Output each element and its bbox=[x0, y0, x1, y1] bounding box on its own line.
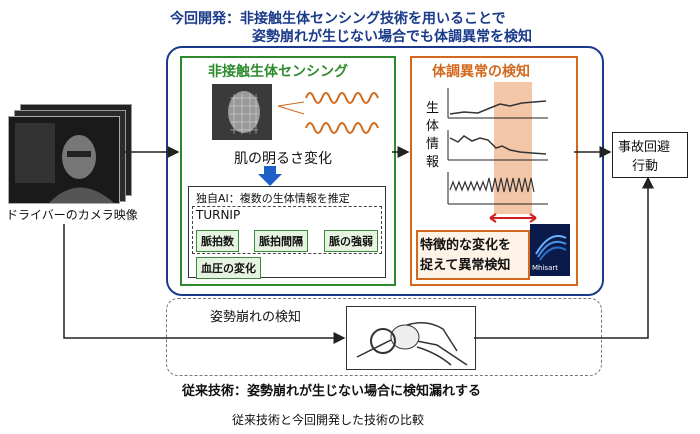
biometric-info-label: 生体情報 bbox=[426, 101, 440, 170]
mhisart-logo-icon bbox=[535, 235, 567, 261]
mhisart-logo-text: Mhisart bbox=[532, 264, 558, 272]
blood-pressure-tag: 血圧の変化 bbox=[196, 257, 261, 279]
posture-detection-frame bbox=[166, 298, 602, 376]
figure-caption: 従来技術と今回開発した技術の比較 bbox=[232, 413, 425, 427]
turnip-label: TURNIP bbox=[196, 208, 241, 222]
posture-illustration bbox=[346, 306, 476, 370]
anomaly-title: 体調異常の検知 bbox=[432, 64, 530, 80]
new-technology-frame bbox=[166, 46, 604, 296]
header-title-line1: 今回開発：非接触生体センシング技術を用いることで bbox=[170, 11, 506, 27]
pulse-strength-tag: 脈の強弱 bbox=[324, 230, 378, 252]
avoidance-line1: 事故回避 bbox=[618, 140, 671, 155]
callout-line1: 特徴的な変化を bbox=[420, 238, 512, 253]
callout-line2: 捉えて異常検知 bbox=[420, 258, 511, 273]
change-span-arrow-icon bbox=[489, 213, 537, 223]
down-arrow-icon bbox=[258, 166, 282, 186]
turnip-box bbox=[192, 206, 382, 254]
biometric-graphs bbox=[447, 88, 548, 205]
face-grid-image bbox=[212, 84, 272, 140]
slumped-driver-icon bbox=[356, 322, 468, 366]
conventional-technology-note: 従来技術：姿勢崩れが生じない場合に検知漏れする bbox=[182, 384, 482, 399]
sensing-title: 非接触生体センシング bbox=[208, 64, 348, 80]
ai-label: 独自AI：複数の生体情報を推定 bbox=[196, 192, 350, 205]
avoidance-line2: 行動 bbox=[632, 159, 659, 174]
pulse-waveforms bbox=[277, 92, 379, 134]
pulse-interval-tag: 脈拍間隔 bbox=[254, 230, 308, 252]
pulse-rate-tag: 脈拍数 bbox=[196, 230, 239, 252]
driver-camera-image bbox=[8, 116, 120, 204]
mhisart-logo: Mhisart bbox=[530, 224, 570, 276]
driver-camera-caption: ドライバーのカメラ映像 bbox=[6, 208, 138, 222]
posture-label: 姿勢崩れの検知 bbox=[210, 310, 302, 325]
anomaly-callout-box bbox=[416, 230, 530, 280]
driver-silhouette-icon bbox=[9, 117, 119, 203]
header-title-line2: 姿勢崩れが生じない場合でも体調異常を検知 bbox=[252, 29, 532, 45]
skin-brightness-label: 肌の明るさ変化 bbox=[234, 151, 332, 167]
face-grid-icon bbox=[212, 84, 272, 140]
